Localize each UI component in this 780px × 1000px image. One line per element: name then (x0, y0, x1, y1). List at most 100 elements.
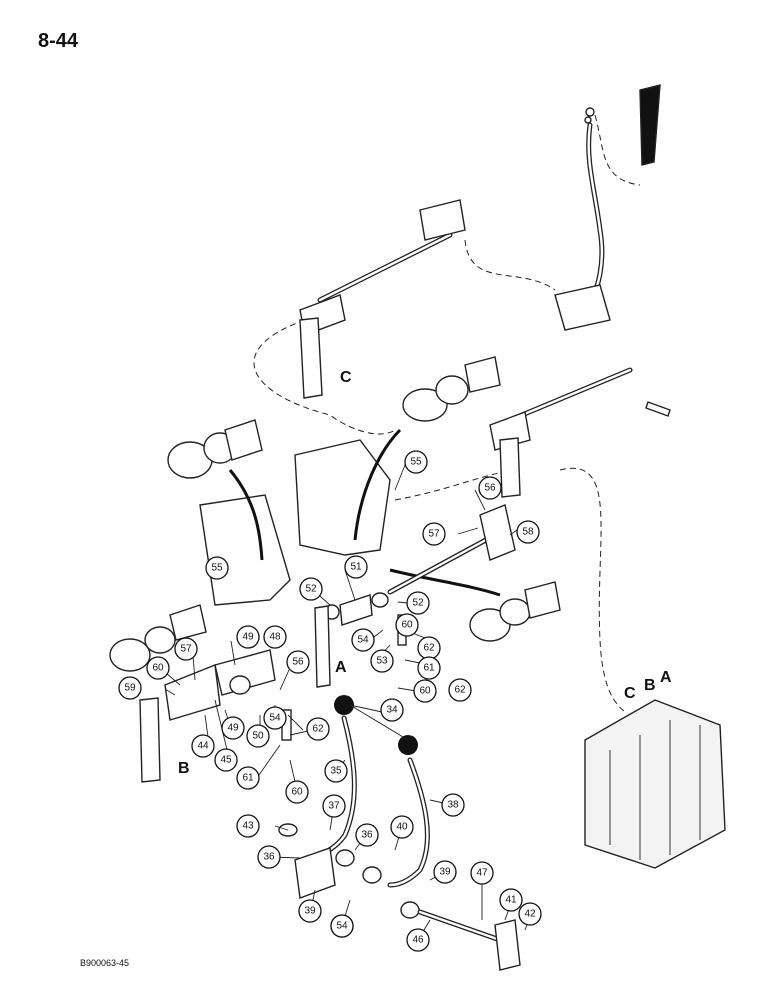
bolt (645, 401, 671, 417)
callout-36: 36 (355, 823, 379, 847)
bushing-36 (362, 866, 382, 884)
bushing (371, 592, 389, 608)
svg-text:39: 39 (304, 906, 316, 917)
upper-bracket (419, 199, 466, 241)
callout-55: 55 (205, 556, 229, 580)
callout-52: 52 (299, 577, 323, 601)
section-letter-b-valve: B (644, 677, 656, 694)
callout-49: 49 (236, 625, 260, 649)
callout-42: 42 (518, 902, 542, 926)
boot (499, 598, 531, 626)
svg-text:52: 52 (305, 584, 317, 595)
callout-57: 57 (174, 637, 198, 661)
ball-knob (334, 695, 354, 715)
valve-sections (609, 720, 701, 860)
dashed-leader (464, 239, 556, 291)
callout-52: 52 (406, 591, 430, 615)
svg-text:55: 55 (211, 563, 223, 574)
svg-text:36: 36 (361, 830, 373, 841)
callout-38: 38 (441, 793, 465, 817)
bracket-lower (294, 847, 336, 899)
mounting-plate-upper (294, 439, 391, 556)
callout-43: 43 (236, 814, 260, 838)
svg-text:42: 42 (524, 909, 536, 920)
svg-text:49: 49 (227, 723, 239, 734)
bushing-36 (335, 849, 355, 867)
svg-text:60: 60 (419, 686, 431, 697)
svg-text:46: 46 (412, 935, 424, 946)
svg-text:61: 61 (423, 663, 435, 674)
svg-text:39: 39 (439, 867, 451, 878)
section-letter-c-valve: C (624, 685, 636, 702)
svg-text:58: 58 (522, 527, 534, 538)
boot (109, 638, 151, 672)
section-letter-a-valve: A (660, 669, 672, 686)
svg-text:54: 54 (336, 921, 348, 932)
link-arm-a (314, 605, 331, 688)
callout-62: 62 (306, 717, 330, 741)
svg-text:55: 55 (410, 457, 422, 468)
flange-plate (169, 604, 207, 641)
control-lever-38-highlight (388, 758, 429, 887)
svg-text:57: 57 (180, 644, 192, 655)
svg-text:60: 60 (291, 787, 303, 798)
callout-35: 35 (324, 759, 348, 783)
callout-46: 46 (406, 928, 430, 952)
svg-text:51: 51 (350, 562, 362, 573)
boot (144, 626, 176, 654)
boot (435, 375, 469, 405)
callout-37: 37 (322, 794, 346, 818)
callout-49: 49 (221, 716, 245, 740)
dashed-leader (253, 319, 396, 435)
callout-34: 34 (380, 698, 404, 722)
section-letter-b: B (178, 760, 190, 777)
callout-56: 56 (478, 476, 502, 500)
mounting-plate-lower (199, 494, 291, 606)
svg-text:44: 44 (197, 741, 209, 752)
svg-text:50: 50 (252, 731, 264, 742)
svg-text:47: 47 (476, 868, 488, 879)
callout-61: 61 (236, 766, 260, 790)
svg-text:52: 52 (412, 598, 424, 609)
flange-plate (224, 419, 263, 461)
dashed-leader (559, 467, 626, 713)
callout-57: 57 (422, 522, 446, 546)
callout-53: 53 (370, 649, 394, 673)
svg-text:56: 56 (292, 657, 304, 668)
svg-text:60: 60 (401, 620, 413, 631)
lever-knob (639, 84, 661, 166)
svg-text:59: 59 (124, 683, 136, 694)
flange-plate (524, 581, 561, 619)
svg-text:48: 48 (269, 632, 281, 643)
svg-text:62: 62 (312, 724, 324, 735)
callout-58: 58 (516, 520, 540, 544)
callout-60: 60 (146, 656, 170, 680)
shaft-c-highlight (318, 233, 452, 302)
callout-55: 55 (404, 450, 428, 474)
svg-text:54: 54 (357, 635, 369, 646)
callout-39: 39 (433, 860, 457, 884)
callout-45: 45 (214, 748, 238, 772)
callout-51: 51 (344, 555, 368, 579)
svg-text:62: 62 (454, 685, 466, 696)
svg-text:45: 45 (220, 755, 232, 766)
callout-54: 54 (351, 628, 375, 652)
boot (402, 388, 448, 422)
ball-joint (585, 107, 595, 117)
callout-36: 36 (257, 845, 281, 869)
callout-62: 62 (417, 636, 441, 660)
figure-id: B900063-45 (80, 958, 130, 968)
callout-40: 40 (390, 815, 414, 839)
svg-text:37: 37 (328, 801, 340, 812)
svg-text:54: 54 (269, 713, 281, 724)
callout-60: 60 (285, 780, 309, 804)
bracket-59 (164, 664, 221, 721)
callout-60: 60 (413, 679, 437, 703)
curve-arrow (228, 469, 264, 561)
dashed-leader (594, 114, 641, 186)
svg-text:56: 56 (484, 483, 496, 494)
svg-text:57: 57 (428, 529, 440, 540)
bushing-48 (229, 675, 251, 695)
